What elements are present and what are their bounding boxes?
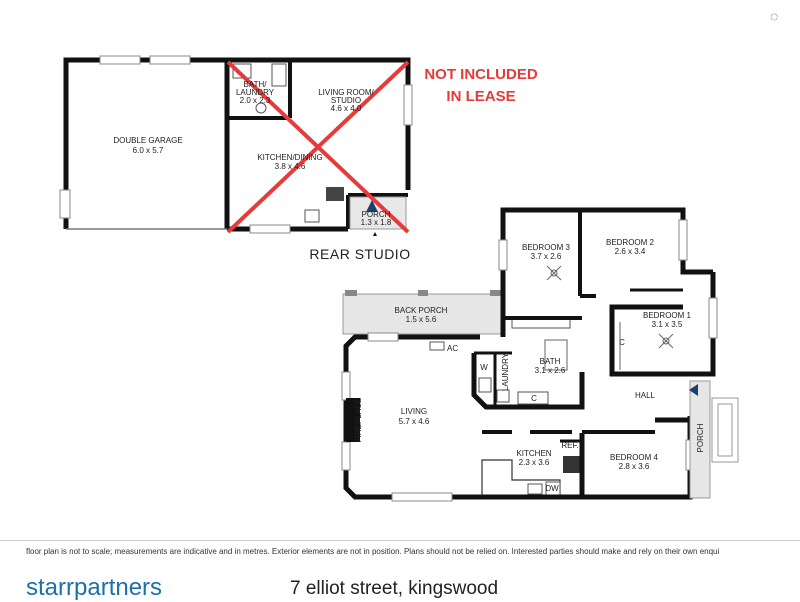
label-dishwasher: DW (545, 484, 559, 493)
room-size-living: 5.7 x 4.6 (399, 417, 430, 426)
room-name-living-studio: LIVING ROOM/ (318, 88, 374, 97)
room-name2-living-studio: STUDIO (331, 96, 361, 105)
room-name-bath: BATH (540, 357, 561, 366)
not-included-line-1: NOT INCLUDED (424, 66, 537, 83)
room-name-kitchen: KITCHEN (516, 449, 551, 458)
room-name2-bath-laundry: LAUNDRY (236, 88, 275, 97)
brand-logo: starrpartners (26, 574, 162, 602)
label-refrigerator: REF. (561, 441, 578, 450)
room-name-bedroom-3: BEDROOM 3 (522, 243, 571, 252)
room-name-bedroom-4: BEDROOM 4 (610, 453, 659, 462)
brand-part-2: partners (74, 574, 163, 601)
property-address: 7 elliot street, kingswood (290, 578, 499, 599)
room-size-studio-porch: 1.3 x 1.8 (361, 218, 392, 227)
not-included-line-2: IN LEASE (446, 88, 515, 105)
room-size-double-garage: 6.0 x 5.7 (133, 146, 164, 155)
room-name-bedroom-1: BEDROOM 1 (643, 311, 692, 320)
room-name-bedroom-2: BEDROOM 2 (606, 238, 655, 247)
room-name-back-porch: BACK PORCH (395, 306, 448, 315)
room-name-studio-porch: PORCH (362, 210, 391, 219)
rear-studio-title: REAR STUDIO (309, 246, 410, 262)
floor-plan: DOUBLE GARAGE 6.0 x 5.7 BATH/ LAUNDRY 2.… (59, 55, 739, 502)
label-ac: AC (447, 344, 458, 353)
label-cupboard-bedroom-1: C (619, 338, 625, 347)
room-size-bedroom-2: 2.6 x 3.4 (615, 247, 646, 256)
room-name-living: LIVING (401, 407, 427, 416)
brand-part-1: starr (26, 574, 74, 601)
room-size-kitchen-dining: 3.8 x 4.6 (275, 162, 306, 171)
room-size-back-porch: 1.5 x 5.6 (406, 315, 437, 324)
label-front-porch: PORCH (696, 423, 705, 452)
rear-studio-plan: DOUBLE GARAGE 6.0 x 5.7 BATH/ LAUNDRY 2.… (59, 55, 538, 262)
room-size-bedroom-4: 2.8 x 3.6 (619, 462, 650, 471)
room-size-bath-laundry: 2.0 x 2.3 (240, 96, 271, 105)
compass-icon: ◌ (770, 8, 779, 24)
room-name-kitchen-dining: KITCHEN/DINING (257, 153, 322, 162)
disclaimer-text: floor plan is not to scale; measurements… (26, 547, 720, 556)
room-size-bath: 3.1 x 2.6 (535, 366, 566, 375)
label-laundry: LAUNDRY (501, 352, 510, 391)
label-cupboard-laundry: C (531, 394, 537, 403)
room-size-bedroom-3: 3.7 x 2.6 (531, 252, 562, 261)
label-washer: W (480, 363, 488, 372)
label-hall: HALL (635, 391, 656, 400)
label-fireplace: FIREPLACE (354, 398, 363, 442)
room-name-bath-laundry: BATH/ (244, 80, 268, 89)
room-size-living-studio: 4.6 x 4.0 (331, 104, 362, 113)
footer-divider (0, 540, 800, 541)
room-size-bedroom-1: 3.1 x 3.5 (652, 320, 683, 329)
house-plan: BEDROOM 3 3.7 x 2.6 BEDROOM 2 2.6 x 3.4 … (341, 207, 739, 502)
room-name-double-garage: DOUBLE GARAGE (113, 136, 182, 145)
room-size-kitchen: 2.3 x 3.6 (519, 458, 550, 467)
